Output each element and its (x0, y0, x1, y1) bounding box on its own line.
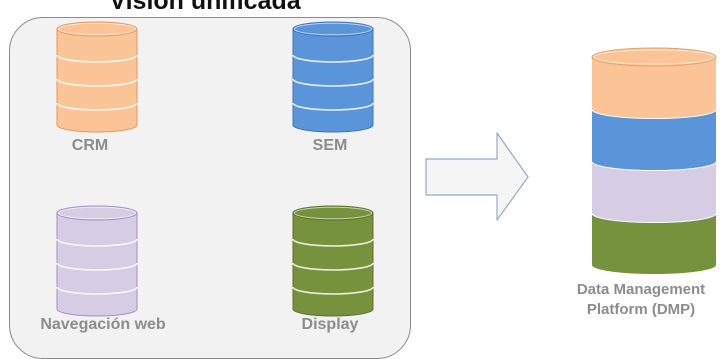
diagram-shapes (56, 21, 717, 317)
display-database-icon (292, 205, 374, 317)
dmp-label-line2: Platform (DMP) (586, 301, 696, 318)
diagram: Visión unificada CRM SEM Navegación web … (9, 0, 722, 359)
crm-label: CRM (71, 137, 109, 154)
sem-database-icon (292, 21, 374, 133)
dmp-database-icon (591, 47, 717, 274)
sem-label: SEM (312, 137, 348, 154)
flow-arrow-icon (425, 132, 529, 221)
web-navigation-database-icon (56, 205, 138, 317)
dmp-label: Data Management Platform (DMP) (560, 280, 722, 320)
dmp-label-line1: Data Management (576, 281, 706, 298)
crm-database-icon (56, 21, 138, 133)
diagram-title: Visión unificada (109, 0, 301, 15)
web-navigation-label: Navegación web (40, 316, 166, 333)
display-label: Display (301, 316, 359, 333)
